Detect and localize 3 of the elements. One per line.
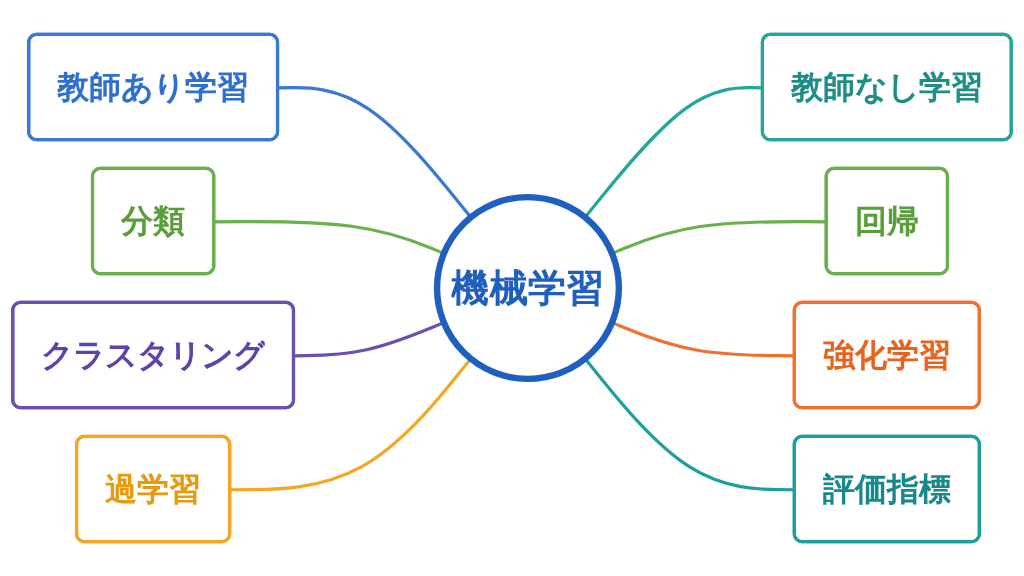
connector — [278, 86, 472, 219]
node-circle: 機械学習 — [433, 193, 623, 383]
connector — [230, 357, 472, 492]
